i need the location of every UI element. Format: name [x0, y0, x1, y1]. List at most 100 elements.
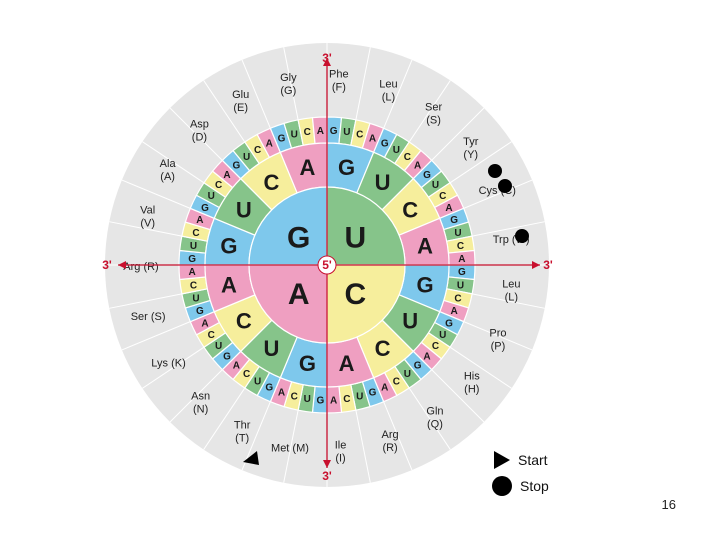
amino-acid-abbr: (S): [426, 115, 441, 127]
third-base-letter: G: [414, 361, 422, 372]
amino-acid-divider: [142, 346, 205, 389]
third-base-letter: A: [201, 318, 208, 329]
amino-acid-name: Arg: [382, 429, 399, 441]
amino-acid-abbr: (A): [160, 171, 175, 183]
third-base-letter: A: [233, 361, 240, 372]
second-base-letter: C: [402, 197, 418, 222]
second-base-letter: G: [417, 272, 434, 297]
amino-acid-divider: [463, 321, 533, 351]
third-base-letter: A: [458, 254, 465, 265]
stop-marker-1: [488, 164, 502, 178]
third-base-letter: G: [201, 203, 209, 214]
third-base-letter: C: [404, 152, 411, 163]
amino-acid-name: Pro: [489, 327, 506, 339]
amino-acid-name: Ala: [160, 158, 177, 170]
third-base-letter: G: [316, 395, 324, 406]
amino-acid-name: Leu: [379, 78, 397, 90]
amino-acid-divider: [109, 293, 182, 309]
legend: Start Stop: [492, 449, 602, 499]
amino-acid-abbr: (L): [505, 291, 518, 303]
third-base-letter: C: [454, 293, 461, 304]
amino-acid-divider: [463, 179, 533, 209]
amino-acid-divider: [408, 80, 451, 143]
stop-dot-icon: [492, 476, 512, 496]
amino-acid-divider: [241, 59, 271, 129]
third-base-letter: A: [223, 170, 230, 181]
third-base-letter: C: [432, 341, 439, 352]
amino-acid-divider: [121, 321, 191, 351]
third-base-letter: A: [196, 215, 203, 226]
third-base-letter: U: [215, 341, 222, 352]
third-base-letter: G: [369, 388, 377, 399]
amino-acid-abbr: (I): [335, 453, 345, 465]
amino-acid-divider: [472, 221, 545, 237]
first-base-sector: [248, 264, 328, 344]
center-marker: [317, 255, 337, 275]
amino-acid-divider: [283, 410, 299, 483]
third-base-letter: G: [188, 254, 196, 265]
second-base-letter: A: [221, 272, 237, 297]
amino-acid-abbr: (R): [382, 442, 397, 454]
third-base-letter: C: [192, 228, 199, 239]
amino-acid-divider: [355, 47, 371, 120]
amino-acid-name: Met (M): [271, 442, 309, 454]
first-base-letter: U: [344, 222, 366, 255]
start-marker: [243, 451, 259, 465]
arrow-left: [118, 261, 126, 269]
amino-acid-name: Tyr: [463, 136, 479, 148]
third-base-letter: A: [369, 133, 376, 144]
amino-acid-name: Thr: [234, 420, 251, 432]
third-base-letter: C: [343, 394, 350, 405]
second-base-letter: A: [339, 351, 355, 376]
third-base-letter: U: [393, 145, 400, 156]
amino-acid-name: Glu: [232, 89, 249, 101]
amino-acid-divider: [142, 141, 205, 184]
axis-label-left: 3': [102, 258, 112, 272]
page-number: 16: [661, 497, 676, 512]
amino-acid-name: Arg (R): [123, 261, 158, 273]
axes: 5' 3' 3' 3' 3': [102, 51, 553, 483]
second-base-letter: A: [417, 233, 433, 258]
third-base-letter: G: [450, 215, 458, 226]
third-base-letter: G: [423, 170, 431, 181]
third-base-letter: U: [190, 241, 197, 252]
third-base-letter: U: [454, 228, 461, 239]
third-base-letter: U: [291, 130, 298, 141]
first-base-sector: [248, 186, 328, 266]
third-base-letter: U: [343, 127, 350, 138]
third-base-letter: A: [330, 395, 337, 406]
second-base-letter: U: [263, 336, 279, 361]
second-base-letter: U: [402, 308, 418, 333]
third-base-letter: U: [457, 280, 464, 291]
amino-acid-name: Asn: [191, 391, 210, 403]
amino-acid-divider: [203, 387, 246, 450]
amino-acid-divider: [109, 221, 182, 237]
amino-acid-abbr: (L): [382, 91, 395, 103]
amino-acid-divider: [472, 293, 545, 309]
third-base-letter: C: [291, 392, 298, 403]
stop-marker-3: [515, 229, 529, 243]
amino-acid-divider: [431, 369, 485, 423]
third-base-letter: C: [208, 330, 215, 341]
second-base-letter: G: [220, 233, 237, 258]
arrow-right: [532, 261, 540, 269]
amino-acid-divider: [408, 387, 451, 450]
third-base-letter: C: [457, 241, 464, 252]
amino-acid-divider: [169, 107, 223, 161]
amino-acid-abbr: (Y): [463, 149, 478, 161]
amino-acid-name: Ser (S): [131, 311, 166, 323]
amino-acid-divider: [449, 141, 512, 184]
legend-stop-label: Stop: [520, 478, 549, 494]
amino-acid-name: His: [464, 371, 480, 383]
stop-marker-2: [498, 179, 512, 193]
third-base-letter: G: [330, 126, 338, 137]
third-base-letter: C: [356, 130, 363, 141]
amino-acid-name: Ile: [335, 440, 347, 452]
third-base-letter: G: [381, 139, 389, 150]
amino-acid-labels: Gly(G)Phe(F)Leu(L)Ser(S)Tyr(Y)Cys (C)Trp…: [123, 68, 529, 464]
second-base-letter: U: [236, 197, 252, 222]
amino-acid-name: Phe: [329, 68, 349, 80]
amino-acid-divider: [383, 401, 413, 471]
third-base-letter: G: [278, 133, 286, 144]
